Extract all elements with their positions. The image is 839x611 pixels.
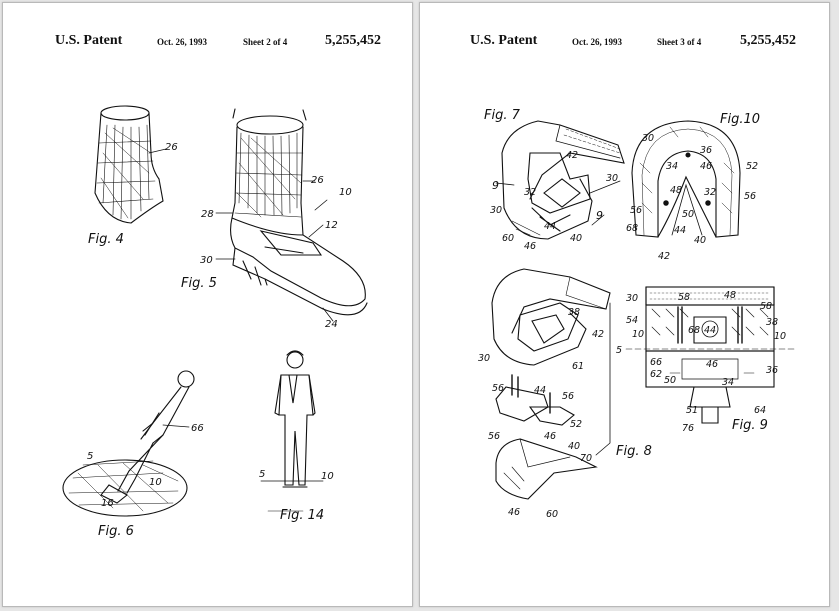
ref-7-32: 32: [524, 187, 536, 198]
ref-8-56a: 56: [492, 383, 504, 394]
patent-sheet-3: U.S. Patent Oct. 26, 1993 Sheet 3 of 4 5…: [419, 2, 830, 607]
ref-9-62: 62: [650, 369, 662, 380]
fig8-exploded-heel: [492, 269, 610, 499]
ref-9-34: 34: [722, 377, 734, 388]
ref-9-58b: 58: [760, 301, 772, 312]
ref-10-46: 46: [700, 161, 712, 172]
ref-7-30: 30: [606, 173, 618, 184]
ref-9-51: 51: [686, 405, 698, 416]
ref-9-10a: 10: [632, 329, 644, 340]
ref-9-36: 36: [766, 365, 778, 376]
ref-10-68: 68: [626, 223, 638, 234]
fig5-label: Fig. 5: [181, 276, 217, 291]
ref-9-64: 64: [754, 405, 766, 416]
ref-7-40: 40: [570, 233, 582, 244]
ref-7-9b: 9: [596, 209, 603, 222]
ref-8-56c: 56: [488, 431, 500, 442]
ref-10-32: 32: [704, 187, 716, 198]
ref-8-46b: 46: [508, 507, 520, 518]
ref-8-56b: 56: [562, 391, 574, 402]
ref-9-44: 44: [704, 325, 716, 336]
fig14-label: Fig. 14: [280, 508, 324, 523]
fig6-skater: [63, 371, 194, 516]
ref-10-56a: 56: [630, 205, 642, 216]
ref-10-42: 42: [658, 251, 670, 262]
ref-7-44: 44: [544, 221, 556, 232]
ref-16: 16: [101, 498, 114, 509]
ref-10-30: 30: [642, 133, 654, 144]
ref-9-66: 66: [650, 357, 662, 368]
ref-10c: 10: [321, 471, 334, 482]
ref-9-10b: 10: [774, 331, 786, 342]
patent-sheet-2: U.S. Patent Oct. 26, 1993 Sheet 2 of 4 5…: [2, 2, 413, 607]
ref-66: 66: [191, 423, 204, 434]
ref-30: 30: [200, 255, 213, 266]
ref-24: 24: [325, 319, 338, 330]
fig10-label: Fig.10: [720, 112, 760, 127]
ref-10-48: 48: [670, 185, 682, 196]
ref-8-70: 70: [580, 453, 592, 464]
ref-10-52: 52: [746, 161, 758, 172]
ref-7-42: 42: [566, 150, 578, 161]
ref-9-54: 54: [626, 315, 638, 326]
ref-9-46: 46: [706, 359, 718, 370]
ref-8-46: 46: [544, 431, 556, 442]
fig6-label: Fig. 6: [98, 524, 134, 539]
ref-8-42: 42: [592, 329, 604, 340]
fig14-standing-man: [261, 351, 323, 487]
ref-9-38: 38: [766, 317, 778, 328]
ref-8-61: 61: [572, 361, 584, 372]
ref-10-34: 34: [666, 161, 678, 172]
ref-8-52: 52: [570, 419, 582, 430]
ref-26a: 26: [165, 142, 178, 153]
ref-8-40: 40: [568, 441, 580, 452]
ref-8-44: 44: [534, 385, 546, 396]
ref-9-50: 50: [664, 375, 676, 386]
ref-9-58a: 58: [678, 292, 690, 303]
ref-9-76: 76: [682, 423, 694, 434]
fig5-boot: [216, 109, 367, 321]
ref-5a: 5: [87, 451, 93, 462]
ref-10-56b: 56: [744, 191, 756, 202]
ref-5b: 5: [259, 469, 265, 480]
ref-10a: 10: [339, 187, 352, 198]
fig4-label: Fig. 4: [88, 232, 124, 247]
ref-10b: 10: [149, 477, 162, 488]
fig7-heel-cutaway: [496, 121, 624, 239]
ref-9-30: 30: [626, 293, 638, 304]
fig4-boot-shaft: [95, 106, 166, 223]
ref-10-50: 50: [682, 209, 694, 220]
drawing-sheet-3: 42 30 9 32 30 44 9 60 46 40 30 36 34 46 …: [420, 3, 829, 606]
drawing-sheet-2: 26 26 10 12 28 30 24 66 5 10 16 5 10 Fig…: [3, 3, 412, 606]
ref-7-9a: 9: [492, 179, 499, 192]
ref-28: 28: [201, 209, 214, 220]
ref-9-68: 68: [688, 325, 700, 336]
ref-10-36: 36: [700, 145, 712, 156]
ref-10-40: 40: [694, 235, 706, 246]
ref-10-44: 44: [674, 225, 686, 236]
ref-7-46: 46: [524, 241, 536, 252]
ref-8-60: 60: [546, 509, 558, 520]
ref-7-60: 60: [502, 233, 514, 244]
ref-9-48: 48: [724, 290, 736, 301]
fig8-label: Fig. 8: [616, 444, 652, 459]
ref-12: 12: [325, 220, 338, 231]
fig7-label: Fig. 7: [484, 108, 521, 123]
ref-9-5: 5: [616, 345, 622, 356]
ref-8-38: 38: [568, 307, 580, 318]
fig9-label: Fig. 9: [732, 418, 768, 433]
ref-7-30b: 30: [490, 205, 502, 216]
ref-26b: 26: [311, 175, 324, 186]
ref-8-30: 30: [478, 353, 490, 364]
